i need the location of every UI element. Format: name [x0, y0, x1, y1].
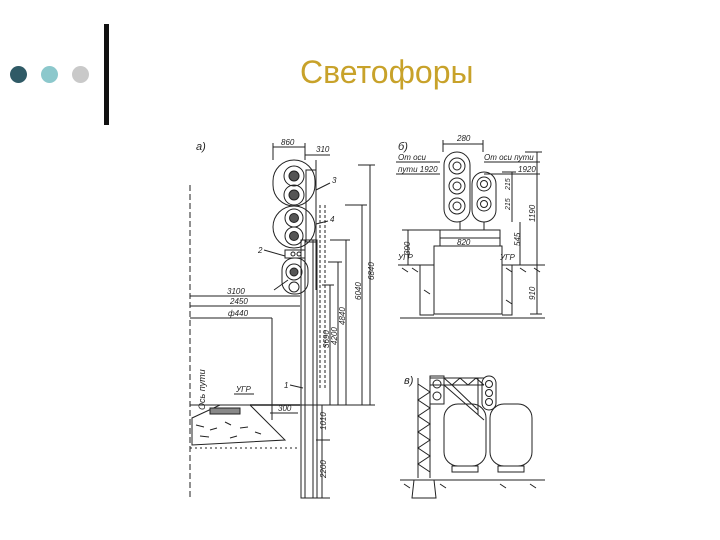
svg-text:390: 390	[403, 241, 412, 255]
svg-text:3690: 3690	[322, 330, 331, 348]
svg-text:От оси пути: От оси пути	[484, 153, 534, 162]
panel-a: а) 860 310	[189, 138, 376, 499]
upper-signal-head	[272, 159, 316, 207]
svg-text:2450: 2450	[229, 297, 248, 306]
svg-text:2200: 2200	[319, 460, 328, 479]
svg-text:ф440: ф440	[228, 309, 249, 318]
svg-text:215: 215	[505, 178, 512, 191]
svg-text:УГР: УГР	[235, 385, 251, 394]
svg-text:3: 3	[332, 176, 337, 185]
svg-text:910: 910	[528, 286, 537, 300]
svg-text:1: 1	[284, 381, 288, 390]
title-divider	[104, 24, 109, 125]
svg-text:2: 2	[257, 246, 263, 255]
panel-c: в)	[400, 375, 545, 499]
svg-text:215: 215	[505, 198, 512, 211]
panel-b: б) 280 От оси пути 1920 От оси пути 1920…	[396, 134, 545, 319]
svg-text:УГР: УГР	[397, 253, 413, 262]
svg-text:4200: 4200	[330, 327, 339, 345]
panel-a-label: а)	[196, 141, 206, 153]
svg-text:860: 860	[281, 138, 295, 147]
svg-text:4: 4	[330, 215, 335, 224]
svg-text:820: 820	[457, 238, 471, 247]
svg-text:280: 280	[456, 134, 471, 143]
panel-c-label: в)	[404, 375, 414, 387]
mast	[300, 239, 318, 499]
svg-text:1010: 1010	[319, 412, 328, 430]
lower-signal-head	[272, 205, 316, 249]
svg-text:4840: 4840	[338, 307, 347, 325]
svg-text:545: 545	[513, 232, 522, 246]
svg-text:1190: 1190	[528, 204, 537, 222]
bullet-dots	[10, 66, 94, 84]
small-signal-head	[281, 257, 309, 295]
svg-text:УГР: УГР	[499, 253, 515, 262]
svg-text:1920: 1920	[518, 165, 536, 174]
bullet-dot-gray	[72, 66, 89, 83]
svg-text:300: 300	[278, 404, 292, 413]
svg-text:6040: 6040	[354, 282, 363, 300]
svg-text:От оси: От оси	[398, 153, 427, 162]
slide-title: Светофоры	[300, 54, 474, 90]
svg-text:6840: 6840	[367, 262, 376, 280]
svg-text:3100: 3100	[227, 287, 245, 296]
bullet-dot-teal	[41, 66, 58, 83]
svg-text:пути 1920: пути 1920	[398, 165, 438, 174]
bullet-dot-dark	[10, 66, 27, 83]
panel-b-label: б)	[398, 141, 408, 153]
lattice-mast	[417, 375, 485, 478]
svg-text:Ось пути: Ось пути	[197, 369, 207, 410]
svg-text:310: 310	[316, 145, 330, 154]
